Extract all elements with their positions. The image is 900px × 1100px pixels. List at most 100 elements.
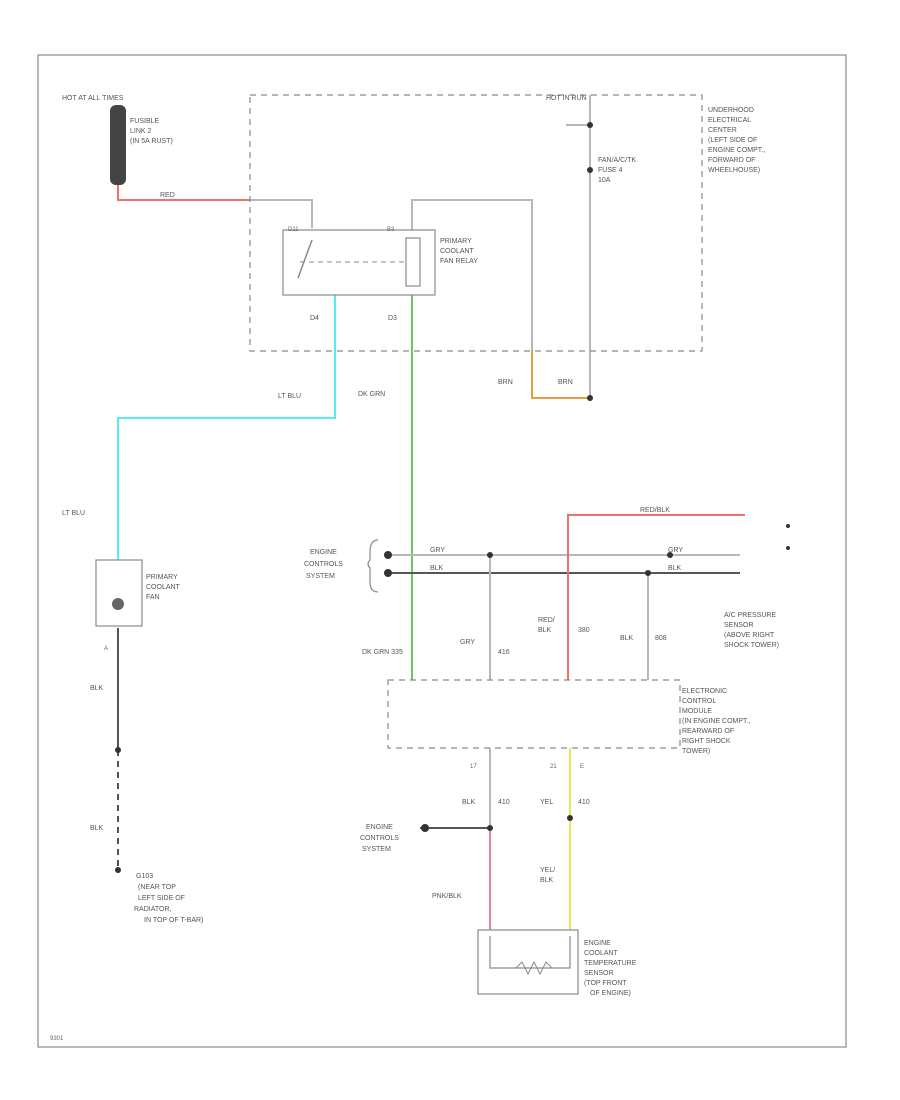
label-relay-out-b: D3 [388, 315, 397, 322]
splice [587, 395, 593, 401]
label-ects-4: SENSOR [584, 970, 614, 977]
label-brn-2: BRN [558, 379, 573, 386]
label-uec-4: (LEFT SIDE OF [708, 137, 757, 144]
label-ects-1: ENGINE [584, 940, 611, 947]
underhood-center-box [249, 94, 703, 352]
label-gnd-1: G103 [136, 873, 153, 880]
label-ects-3: TEMPERATURE [584, 960, 637, 967]
ects-element [489, 936, 571, 969]
label-gry-1: GRY [430, 547, 445, 554]
label-ecm-pin-e: E [580, 764, 584, 770]
label-gry-num: 416 [498, 649, 510, 656]
label-acp-1: A/C PRESSURE [724, 612, 776, 619]
label-ecm-6: RIGHT SHOCK [682, 738, 731, 745]
label-gnd-4: RADIATOR, [134, 906, 172, 913]
label-relay-pin-b: B3 [387, 227, 395, 233]
fusible-link [110, 105, 126, 185]
label-ecm-3: MODULE [682, 708, 712, 715]
wire-red-blk [567, 514, 745, 680]
label-fusible-link-2: LINK 2 [130, 128, 152, 135]
label-relay-2: COOLANT [440, 248, 475, 255]
label-blk-num: 808 [655, 635, 667, 642]
label-hot-at-all-times: HOT AT ALL TIMES [62, 95, 124, 102]
label-gry-w: GRY [460, 639, 475, 646]
label-diagram-code: 9301 [50, 1036, 64, 1042]
label-yel-blk-1: YEL/ [540, 867, 555, 874]
diagram-frame [37, 54, 847, 1048]
label-red-blk-2: BLK [538, 627, 552, 634]
label-red-blk-top: RED/BLK [640, 507, 670, 514]
ac-sensor-pin [786, 524, 790, 528]
splice [645, 570, 651, 576]
label-blk-w: BLK [620, 635, 634, 642]
label-uec-5: ENGINE COMPT., [708, 147, 765, 154]
label-dk-grn-1: DK GRN [358, 391, 385, 398]
label-yel-blk-2: BLK [540, 877, 554, 884]
ecm-box [387, 679, 681, 749]
label-ecm-7: TOWER) [682, 748, 710, 755]
label-ecm-1: ELECTRONIC [682, 688, 727, 695]
label-ecs2-1: ENGINE [366, 824, 393, 831]
label-ects-2: COOLANT [584, 950, 619, 957]
label-num-410: 410 [498, 799, 510, 806]
label-red-wire: RED [160, 192, 175, 199]
relay-box [282, 229, 436, 296]
splice [487, 552, 493, 558]
splice [667, 552, 673, 558]
label-acp-3: (ABOVE RIGHT [724, 632, 775, 639]
splice [115, 747, 121, 753]
label-brn-1: BRN [498, 379, 513, 386]
label-blk-a: BLK [462, 799, 476, 806]
label-num-410b: 410 [578, 799, 590, 806]
label-ecs2-2: CONTROLS [360, 835, 399, 842]
engine-controls-brace [367, 539, 379, 593]
relay-coil [405, 237, 421, 287]
label-acp-4: SHOCK TOWER) [724, 642, 779, 649]
wire-coil-feed [411, 199, 590, 399]
label-red-blk-3: 380 [578, 627, 590, 634]
label-fan-2: COOLANT [146, 584, 181, 591]
wire-red-feed [117, 185, 250, 201]
splice [587, 167, 593, 173]
splice [587, 122, 593, 128]
label-fan-1: PRIMARY [146, 574, 178, 581]
label-fan-pin: A [104, 646, 108, 652]
label-uec-3: CENTER [708, 127, 737, 134]
label-lt-blu-1: LT BLU [278, 393, 301, 400]
label-uec-6: FORWARD OF [708, 157, 755, 164]
wire-gray-feed [250, 199, 313, 228]
ac-sensor-pin [786, 546, 790, 550]
label-ecs2-3: SYSTEM [362, 846, 391, 853]
label-blk-2: BLK [668, 565, 682, 572]
label-fusible-link-1: FUSIBLE [130, 118, 160, 125]
wire-brn [531, 350, 590, 399]
label-gnd-5: IN TOP OF T-BAR) [144, 917, 203, 924]
ground-splice [115, 867, 121, 873]
label-red-blk-1: RED/ [538, 617, 555, 624]
label-relay-1: PRIMARY [440, 238, 472, 245]
label-acp-2: SENSOR [724, 622, 754, 629]
ects-box [477, 929, 579, 995]
splice [384, 569, 392, 577]
label-hot-in-run: HOT IN RUN [546, 95, 587, 102]
label-relay-3: FAN RELAY [440, 258, 478, 265]
label-relay-out-a: D4 [310, 315, 319, 322]
label-dkgrn-335: DK GRN 335 [362, 649, 403, 656]
label-lt-blu-2: LT BLU [62, 510, 85, 517]
label-ecm-pin-17: 17 [470, 764, 477, 770]
label-ecm-pin-21: 21 [550, 764, 557, 770]
relay-switch [297, 239, 313, 279]
label-gnd-3: LEFT SIDE OF [138, 895, 185, 902]
label-ecm-4: (IN ENGINE COMPT., [682, 718, 751, 725]
label-fan-3: FAN [146, 594, 160, 601]
label-gry-2: GRY [668, 547, 683, 554]
label-ecm-2: CONTROL [682, 698, 716, 705]
splice [421, 824, 429, 832]
label-ecs-1: ENGINE [310, 549, 337, 556]
label-uec-2: ELECTRICAL [708, 117, 751, 124]
fan-motor-icon [112, 598, 124, 610]
ects-resistor [515, 960, 553, 976]
coolant-fan-box [95, 559, 143, 627]
label-blk-fan2: BLK [90, 825, 104, 832]
